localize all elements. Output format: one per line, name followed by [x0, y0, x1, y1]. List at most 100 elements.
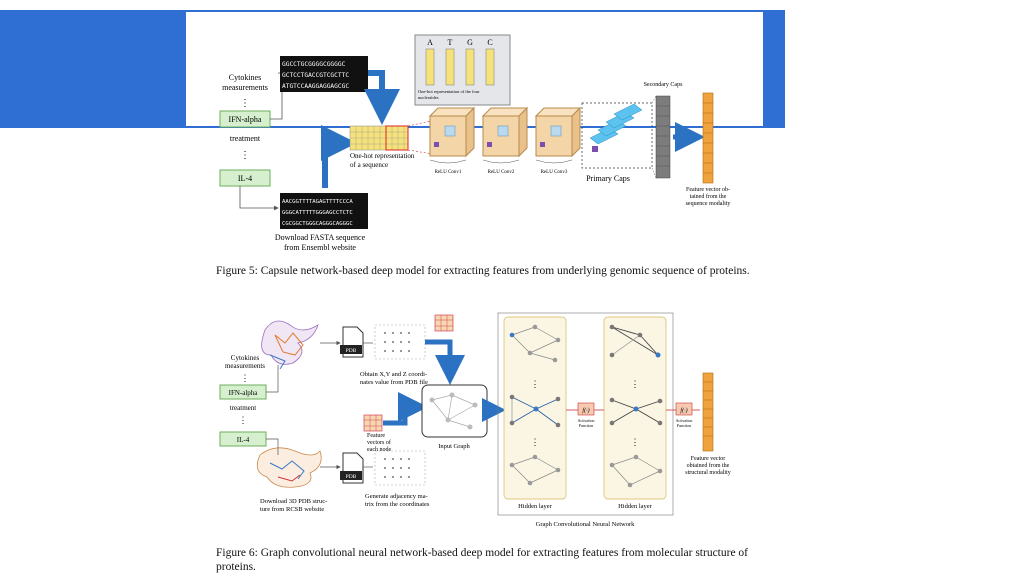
feature-vec-line3: each node: [367, 447, 391, 453]
activation2-box: [675, 402, 693, 416]
structural-feature-line2: obtained from the: [687, 462, 730, 469]
hidden2-ellipsis-1: ⋮: [631, 379, 640, 389]
structural-feature-line3: structural modality: [685, 470, 731, 476]
download-fasta-line1: Download FASTA sequence: [275, 233, 366, 242]
fig6-connector-il4: [266, 438, 279, 455]
input-graph-edges: [431, 394, 476, 428]
pdb-bottom-label: PDB: [346, 474, 357, 480]
arrow-top-to-onehot: [364, 70, 400, 125]
seq-top-line-3: ATGTCCAAGGAGGAGCGC: [282, 83, 349, 90]
il4-label: IL-4: [238, 174, 252, 183]
slide-decoration-right: [763, 10, 785, 126]
download-fasta-line2: from Ensembl website: [284, 243, 356, 252]
conv1-block: [428, 106, 476, 158]
onehot-seq-label-line1: One-hot representation: [350, 152, 415, 160]
nucleotide-t: T: [448, 38, 453, 47]
arrow-features-to-graph: [383, 392, 428, 426]
hidden1-bottom-nodes: [509, 454, 561, 486]
fig6-il4-label: IL-4: [237, 436, 250, 444]
activation2-label-line1: Activation: [676, 418, 693, 423]
pdb-file-icon-top: PDB: [340, 326, 364, 358]
figure-6-gcn-diagram: Cytokines measurements ⋮ IFN-alpha treat…: [219, 312, 731, 528]
feature-grid-top: [434, 314, 454, 332]
ellipsis-1: ⋮: [240, 98, 250, 109]
activation1-label-line2: Function: [579, 423, 593, 428]
fig6-ellipsis-1: ⋮: [241, 373, 250, 383]
input-graph-box: [421, 384, 488, 438]
structural-feature-vector: [702, 372, 714, 452]
adjacency-line2: trix from the coordinates: [365, 501, 430, 508]
feature-vec-line1: Feature: [367, 433, 385, 439]
primary-caps-frame: [581, 102, 653, 169]
sequence-block-bottom: [280, 193, 368, 229]
obtain-coords-line1: Obtain X,Y and Z coordi-: [360, 371, 427, 378]
hidden2-graph-bottom: [611, 456, 661, 486]
cytokines-label-line1: Cytokines: [229, 73, 261, 82]
hidden2-graph-mid: [611, 399, 661, 424]
nucleotide-note-line1: One-hot representation of the four: [418, 89, 480, 94]
hidden1-top-nodes: [509, 324, 561, 363]
sequence-feature-line2: tained from the: [690, 193, 727, 200]
fig6-cytokines-line1: Cytokines: [231, 354, 260, 362]
nucleotide-a: A: [427, 38, 433, 47]
activation2-f: f(·): [680, 407, 687, 414]
conv2-label: ReLU Conv2: [488, 170, 515, 175]
activation1-f: f(·): [582, 407, 589, 414]
fig6-ellipsis-2: ⋮: [239, 415, 248, 425]
activation1-label-line1: Activation: [578, 418, 595, 423]
primary-caps-capsules: [589, 103, 643, 152]
nucleotide-c: C: [487, 38, 492, 47]
arrow-bottom-to-onehot: [321, 125, 357, 188]
slide-decoration-left: [0, 10, 186, 126]
input-graph-label: Input Graph: [438, 443, 470, 450]
gcn-frame: [497, 312, 674, 516]
primary-caps-label: Primary Caps: [586, 174, 630, 183]
structural-feature-line1: Feature vector: [691, 456, 725, 462]
hidden2-ellipsis-2: ⋮: [631, 437, 640, 447]
adjacency-line1: Generate adjacency ma-: [365, 493, 428, 500]
seq-top-line-1: GGCCTGCGGGGCGGGGC: [282, 61, 346, 68]
conv-braces: [429, 159, 573, 164]
protein-structure-bottom: [256, 447, 322, 488]
cytokines-label-line2: measurements: [222, 83, 268, 92]
feature-vec-line2: vectors of: [367, 439, 391, 446]
connector-il4: [239, 186, 279, 211]
onehot-sequence-grid: [349, 125, 409, 151]
sequence-feature-line3: sequence modality: [686, 201, 731, 207]
protein-structure-top: [261, 320, 319, 370]
sequence-feature-line1: Feature vector ob-: [686, 187, 730, 193]
nucleotide-note-line2: nucleotides: [418, 95, 439, 100]
hidden-layer-1-label: Hidden layer: [518, 503, 553, 510]
nucleotide-g: G: [467, 38, 473, 47]
arrow-coords-to-graph: [425, 339, 465, 385]
hidden1-graph-bottom: [511, 456, 559, 484]
fig6-ifn-alpha-label: IFN-alpha: [229, 389, 259, 397]
figure-6-caption: Figure 6: Graph convolutional neural net…: [216, 547, 749, 573]
seq-bottom-line-2: GGGCATTTTTGGGAGCCTCTC: [282, 210, 353, 216]
figure-5-capsule-network-diagram: Cytokines measurements ⋮ IFN-alpha treat…: [219, 34, 731, 252]
seq-bottom-line-3: CGCGGCTGGGCAGGGCAGGGC: [282, 221, 353, 227]
hidden2-bottom-nodes: [609, 454, 663, 488]
onehot-seq-label-line2: of a sequence: [350, 161, 388, 169]
slide-top-rule: [186, 10, 763, 12]
sequence-block-top: [280, 56, 368, 92]
hidden2-graph-top: [611, 326, 659, 356]
activation1-box: [577, 402, 595, 416]
fig6-treatment-label: treatment: [230, 404, 256, 412]
pdb-top-label: PDB: [346, 348, 357, 354]
conv2-block: [481, 106, 529, 158]
adjacency-matrix: [374, 450, 426, 486]
figure-5-caption: Figure 5: Capsule network-based deep mod…: [216, 265, 750, 277]
activation2-label-line2: Function: [677, 423, 691, 428]
nucleotide-vectors: [425, 48, 495, 86]
secondary-caps-column: [655, 95, 671, 179]
hidden-layer-2-label: Hidden layer: [618, 503, 653, 510]
caps-connectors: [651, 95, 657, 179]
fig6-cytokines-line2: measurements: [225, 362, 265, 370]
il4-box: [219, 169, 271, 187]
hidden1-graph-top: [511, 326, 559, 361]
hidden1-graph-mid: [511, 396, 559, 426]
obtain-coords-line2: nates value from PDB file: [360, 379, 428, 386]
download-pdb-line2: ture from RCSB website: [260, 506, 324, 513]
gcn-label: Graph Convolutional Neural Network: [536, 521, 635, 528]
